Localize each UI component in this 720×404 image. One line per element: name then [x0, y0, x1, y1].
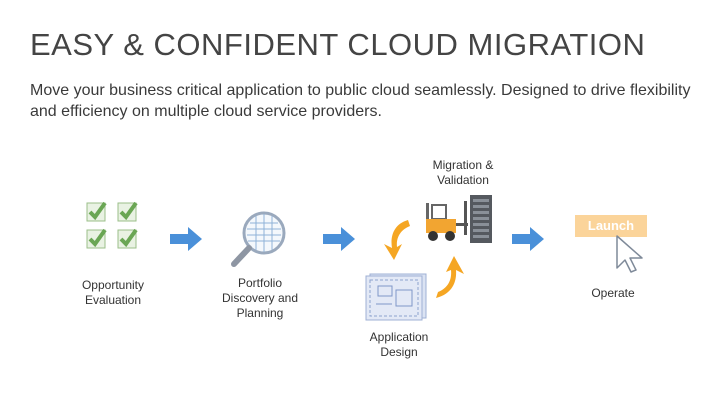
cycle-arrow-up-icon — [436, 256, 464, 298]
flow-arrow-icon — [170, 227, 202, 251]
page-subtitle: Move your business critical application … — [30, 82, 691, 120]
cursor-icon — [616, 235, 643, 273]
launch-button[interactable]: Launch — [575, 215, 647, 237]
flow-arrow-icon — [323, 227, 355, 251]
blueprint-icon — [365, 273, 427, 321]
magnifier-icon — [231, 211, 286, 267]
page-title: EASY & CONFIDENT CLOUD MIGRATION — [30, 27, 646, 62]
step-label-migration-validation: Migration & Validation — [432, 158, 494, 187]
flow-arrow-icon — [512, 227, 544, 251]
checklist-icon — [86, 201, 138, 249]
step-label-portfolio-discovery: Portfolio Discovery and Planning — [221, 276, 299, 320]
forklift-server-icon — [426, 195, 492, 243]
step-label-opportunity-evaluation: Opportunity Evaluation — [81, 278, 145, 307]
step-label-operate: Operate — [591, 286, 635, 300]
launch-button-label: Launch — [587, 218, 635, 233]
step-label-application-design: Application Design — [369, 330, 429, 359]
cycle-arrow-down-icon — [384, 220, 410, 260]
